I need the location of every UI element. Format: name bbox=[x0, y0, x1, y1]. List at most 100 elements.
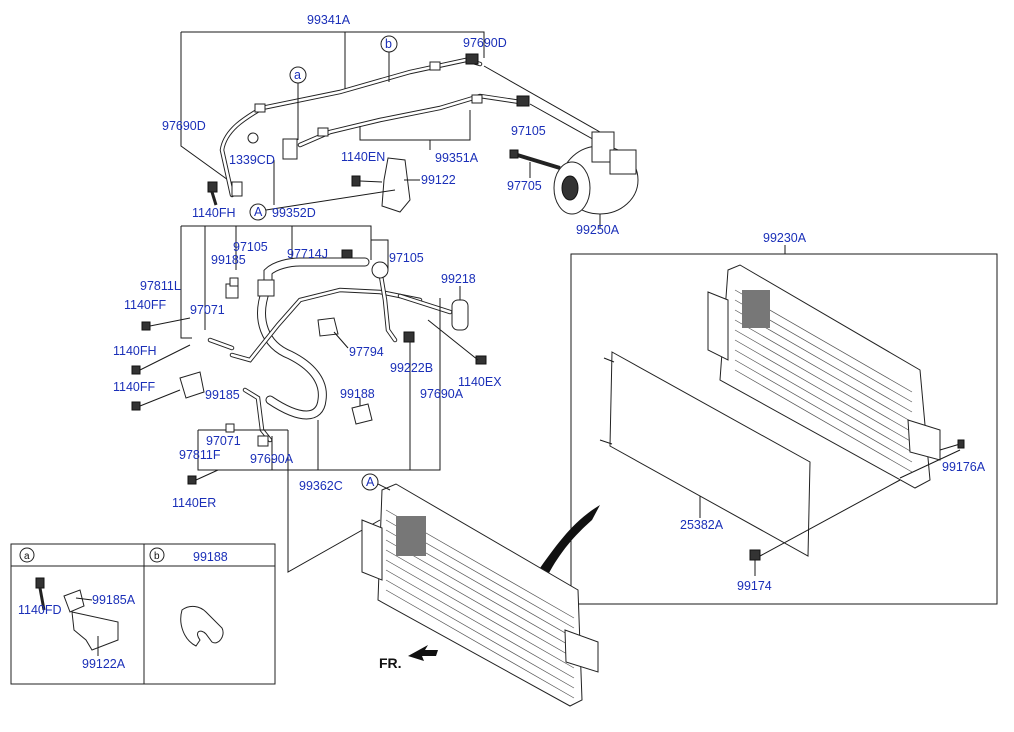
legend-table bbox=[10, 543, 276, 685]
label-99341A: 99341A bbox=[307, 13, 351, 27]
label-1140FF-2: 1140FF bbox=[113, 380, 156, 394]
bolt-1140FH-top bbox=[207, 181, 218, 206]
fitting-97690D-top bbox=[465, 53, 479, 65]
label-97705: 97705 bbox=[507, 179, 542, 193]
label-1140EN: 1140EN bbox=[341, 150, 385, 164]
label-99362C: 99362C bbox=[299, 479, 343, 493]
leader-99341A-left bbox=[180, 32, 236, 186]
part-99222B bbox=[403, 331, 415, 343]
label-1140FF-1: 1140FF bbox=[124, 298, 167, 312]
label-97071-top: 97071 bbox=[190, 303, 225, 317]
hose-joint-3 bbox=[429, 61, 441, 71]
label-99185-top: 99185 bbox=[211, 253, 246, 267]
label-A-low: A bbox=[366, 475, 375, 489]
part-99174 bbox=[749, 549, 761, 561]
label-b-circle: b bbox=[385, 37, 392, 51]
hose-joint-2 bbox=[317, 127, 329, 137]
bolt-1140FF-1 bbox=[141, 317, 191, 331]
clamp-97794 bbox=[317, 317, 339, 337]
hose-joint-1 bbox=[254, 103, 266, 113]
arrow-to-condenser bbox=[540, 505, 600, 575]
legend-a-letter: a bbox=[24, 551, 30, 562]
legend-bracket-icon bbox=[71, 611, 119, 651]
label-a-circle: a bbox=[294, 68, 301, 82]
label-99176A: 99176A bbox=[942, 460, 986, 474]
nut-1339CD bbox=[247, 132, 259, 144]
label-97811F: 97811F bbox=[179, 448, 221, 462]
leader-to-compressor-2 bbox=[529, 103, 599, 143]
receiver-99218 bbox=[451, 299, 469, 331]
hose-assembly-99341A bbox=[180, 31, 601, 198]
fitting-97714J bbox=[371, 261, 389, 279]
leader-99351A bbox=[359, 110, 471, 141]
fitting-97690D-left bbox=[231, 181, 243, 197]
label-97105-mid2: 97105 bbox=[389, 251, 424, 265]
label-1339CD: 1339CD bbox=[229, 153, 275, 167]
frame-97690A bbox=[197, 298, 441, 471]
label-99185-mid: 99185 bbox=[205, 388, 240, 402]
bracket-1339CD bbox=[282, 138, 298, 160]
panel-25382A bbox=[609, 351, 811, 557]
leader-99341A-bracket bbox=[181, 31, 485, 58]
hose-group-middle bbox=[131, 225, 487, 573]
label-99222B: 99222B bbox=[390, 361, 433, 375]
ref-A-top bbox=[249, 189, 396, 221]
clip-99185-mid bbox=[179, 371, 205, 399]
label-97714J: 97714J bbox=[287, 247, 328, 261]
legend-label-99122A: 99122A bbox=[82, 657, 126, 671]
legend-b-letter: b bbox=[154, 551, 160, 562]
legend-99188-icon bbox=[180, 605, 224, 647]
ref-a-callout bbox=[289, 66, 307, 140]
label-97690A-low: 97690A bbox=[250, 452, 294, 466]
label-97690A-right: 97690A bbox=[420, 387, 464, 401]
legend-label-99185A: 99185A bbox=[92, 593, 136, 607]
part-97071-low bbox=[225, 423, 235, 433]
ref-A-low bbox=[361, 473, 379, 491]
label-99218: 99218 bbox=[441, 272, 476, 286]
fitting-97105-top bbox=[516, 95, 530, 107]
label-97071-low: 97071 bbox=[206, 434, 241, 448]
bracket-99122 bbox=[381, 157, 420, 213]
hose-joint-4 bbox=[471, 94, 483, 104]
legend-label-99188: 99188 bbox=[193, 550, 228, 564]
legend-clamp-icon bbox=[63, 589, 85, 613]
bolt-97714J bbox=[341, 249, 353, 259]
label-97690D-left: 97690D bbox=[162, 119, 206, 133]
label-99250A: 99250A bbox=[576, 223, 620, 237]
box-99230A bbox=[570, 253, 998, 605]
label-99230A: 99230A bbox=[763, 231, 807, 245]
label-99122: 99122 bbox=[421, 173, 456, 187]
bolt-1140ER bbox=[187, 475, 197, 485]
label-97105-mid1: 97105 bbox=[233, 240, 268, 254]
bolt-1140FF-2 bbox=[131, 389, 181, 411]
label-99352D: 99352D bbox=[272, 206, 316, 220]
condenser-kit-box bbox=[570, 245, 998, 605]
legend-label-1140FD: 1140FD bbox=[18, 603, 62, 617]
label-97105-top: 97105 bbox=[511, 124, 546, 138]
label-97794: 97794 bbox=[349, 345, 384, 359]
fitting-97690A-low bbox=[257, 435, 269, 447]
label-1140FH-mid: 1140FH bbox=[113, 344, 157, 358]
bolt-1140EX bbox=[475, 355, 487, 365]
label-99351A: 99351A bbox=[435, 151, 479, 165]
compressor-99250A bbox=[553, 131, 639, 228]
part-99188-mid bbox=[351, 403, 373, 425]
label-A-top: A bbox=[254, 205, 263, 219]
leader-A-low bbox=[287, 430, 381, 573]
label-front: FR. bbox=[379, 655, 402, 671]
bolt-1140EN bbox=[351, 175, 383, 187]
front-arrow bbox=[408, 645, 438, 661]
label-97811L: 97811L bbox=[140, 279, 181, 293]
label-25382A: 25382A bbox=[680, 518, 724, 532]
ref-b-callout bbox=[380, 35, 398, 82]
leader-to-compressor-1 bbox=[483, 65, 601, 133]
label-1140FH-top: 1140FH bbox=[192, 206, 236, 220]
label-99188-mid: 99188 bbox=[340, 387, 375, 401]
label-1140EX: 1140EX bbox=[458, 375, 502, 389]
legend-bolt-icon bbox=[35, 577, 45, 589]
label-99174: 99174 bbox=[737, 579, 772, 593]
pipe-lower bbox=[297, 93, 523, 148]
label-1140ER: 1140ER bbox=[172, 496, 216, 510]
